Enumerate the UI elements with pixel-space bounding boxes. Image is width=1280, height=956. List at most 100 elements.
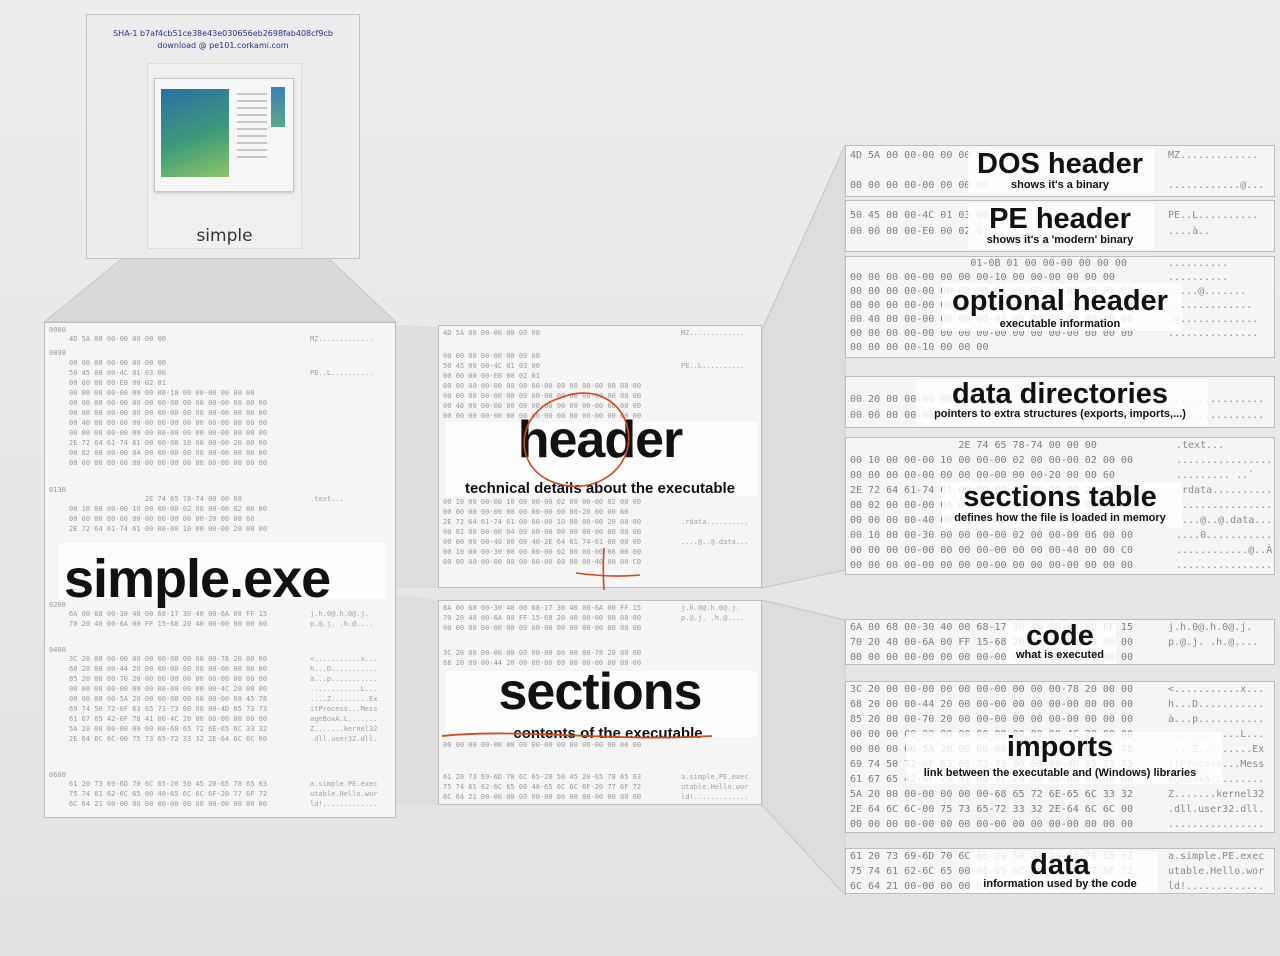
hex-line: 00 00 00 00-E0 00 02 01 [443,372,540,380]
hex-line: 68 20 00 00-44 20 00 00-00 00 00 00-00 0… [443,659,642,667]
ascii-line: h...D........... [1168,699,1265,710]
ascii-line: a.simple.PE.exec [310,780,378,788]
ascii-line: ld!............. [681,793,749,801]
ascii-line: .dll.user32.dll. [1168,804,1265,815]
ascii-line: ............@..À [1176,545,1273,556]
hex-line: 00 00 00 00-00 00 00 00-00 00 00 00-40 0… [850,545,1133,556]
ascii-line: .text... [310,495,344,503]
sections-table-subtitle: defines how the file is loaded in memory [954,512,1166,524]
ascii-line: utable.Hello.wor [681,783,749,791]
hex-line: 3C 20 00 00-00 00 00 00-00 00 00 00-78 2… [850,684,1133,695]
ascii-line: .dll.user32.dll. [310,735,378,743]
ascii-line: ....@..@.data... [681,538,749,546]
hex-line: 00 00 00 00-40 00 00 40-2E 64 61 74-61 0… [443,538,642,546]
ascii-line: j.h.0@.h.0@.j. [1168,622,1253,633]
sections-title: sections [498,663,703,721]
ascii-line: Z.......kernel32 [1168,789,1265,800]
data-directories-panel: 00 20 00 00-00 00 00 00 00 00 00 00-00 0… [845,376,1275,428]
hex-line: 00 00 00 00-00 00 00 00-10 00 00-00 00 0… [850,272,1115,283]
hex-line: 2E 74 65 78-74 00 00 00 [69,495,242,503]
hex-line: 2E 72 64 61-74 61 00 00-00 10 00 00-00 2… [443,518,642,526]
dos-header-panel: 4D 5A 00 00-00 00 00 00 00 00 00 00-00 0… [845,145,1275,197]
window-image-icon [161,89,229,177]
hex-line: 00 00 00 00-00 00 00 00 [69,359,166,367]
pe-header-panel: 50 45 00 00-4C 01 03 00 00 00 00 00-E0 0… [845,200,1275,252]
hex-line: 00 00 00 00-10 00 00 00 [850,342,989,353]
optional-header-panel: 01-0B 01 00 00-00 00 00 00 00 00 00 00-0… [845,256,1275,358]
simple-exe-panel: 0000 4D 5A 00 00-00 00 00 00 MZ.........… [44,322,396,818]
hex-line: 75 74 61 62-6C 65 00 48-65 6C 6C 6F-20 7… [443,783,642,791]
ascii-line: j.h.0@.h.0@.j. [310,610,370,618]
sha1-hash: SHA-1 b7af4cb51ce38e43e030656eb2698fab40… [113,29,333,38]
imports-subtitle: link between the executable and (Windows… [923,767,1197,779]
ascii-line: itProcess...Mess [310,705,378,713]
pe-header-subtitle: shows it's a 'modern' binary [986,234,1134,246]
ascii-line: .......... [1168,272,1229,283]
ascii-line: Z.......kernel32 [310,725,378,733]
hex-line: 61 20 73 69-6D 70 6C 65-20 50 45 20-65 7… [69,780,268,788]
ascii-line: ld!............. [1168,881,1265,892]
pe-header-title: PE header [989,203,1131,235]
hex-line: 00 00 00 00-00 00 00 00-00 00 00 00-00 0… [850,560,1133,571]
hex-line: 2E 72 64 61-74 61 00 00-00 10 00 00-00 2… [69,525,268,533]
hex-line: 00 00 00 00-00 00 00 00-00 00 00-20 00 0… [69,515,255,523]
hex-line: 61 67 65 42-6F 78 41 00-4C 20 00 00-00 0… [69,715,268,723]
ascii-line: p.@.j. .h.@.... [1168,637,1259,648]
hex-line: 2E 72 64 61-74 61 00 00-00 10 00 00-00 2… [69,439,268,447]
ascii-line: ............... [1168,328,1259,339]
hex-line: 00 00 00 00-00 00 00 00-00 00 00 00-00 0… [443,392,642,400]
imports-panel: 3C 20 00 00-00 00 00 00-00 00 00 00-78 2… [845,681,1275,833]
offset-label: 0200 [49,601,66,609]
ascii-line: PE..L.......... [1168,210,1259,221]
ascii-line: p.@.j. .h.@.... [681,614,745,622]
ascii-line: à...p........... [310,675,378,683]
ascii-line: ................ [1176,560,1273,571]
hex-line: 85 20 00 00-70 20 00 00-00 00 00 00-00 0… [69,675,268,683]
hex-line: 00 00 00 00-5A 20 00 00-00 00 00 00-00 0… [69,695,268,703]
ascii-line: a.simple.PE.exec [1168,851,1265,862]
ascii-line: ................ [1176,455,1273,466]
ascii-line: ............L... [310,685,378,693]
hex-line: 3C 20 00 00-00 00 00 00-00 00 00 00-78 2… [443,649,642,657]
hex-line: 6C 64 21 00-00 00 00 00-00 00 00 00-00 0… [443,793,642,801]
imports-title: imports [1006,731,1114,763]
offset-label: 0130 [49,486,66,494]
ascii-line: ............@... [1168,180,1265,191]
hex-line: 6A 00 68 00-30 40 00 68-17 30 40 00-6A 0… [69,610,268,618]
data-directories-title: data directories [952,378,1168,410]
hex-line: 70 20 40 00-6A 00 FF 15-68 20 40 00-00 0… [443,614,642,622]
ascii-line: MZ............. [310,335,374,343]
hex-line: 3C 20 00 00-00 00 00 00-00 00 00 00-78 2… [69,655,268,663]
download-url: download @ pe101.corkami.com [157,41,289,50]
hex-line: 00 00 00 00-00 00 00 00-00 00 00 00-00 0… [69,459,268,467]
file-name: simple [196,226,253,246]
ascii-line: PE..L.......... [310,369,374,377]
sections-table-panel: 2E 74 65 78-74 00 00 00 00 10 00 00-00 1… [845,437,1275,575]
hex-line: 70 20 40 00-6A 00 FF 15-68 20 40 00-00 0… [69,620,268,628]
ascii-line: .text... [1176,440,1225,451]
hex-line: 00 00 00 00-00 00 00 00-00 00 00 00-00 0… [443,382,642,390]
hex-line: 00 10 00 00-30 00 00 00-00 02 00 00-00 0… [443,548,642,556]
data-subtitle: information used by the code [983,878,1137,890]
hex-line: 00 00 00 00-00 00 00 00-00 00 00 00-00 0… [443,741,642,749]
offset-label: 0600 [49,771,66,779]
optional-header-subtitle: executable information [999,318,1121,330]
ascii-line: .rdata.......... [1176,485,1273,496]
hex-line: 01-0B 01 00 00-00 00 00 00 [850,258,1127,269]
executable-file-icon[interactable]: simple [147,63,302,249]
ascii-line: utable.Hello.wor [1168,866,1265,877]
hex-line: 00 02 00 00-00 04 00 00-00 00 00 00-00 0… [443,528,642,536]
window-sidebar-icon [271,87,285,127]
hex-line: 00 10 00 00-00 10 00 00-00 02 00 00-00 0… [443,498,642,506]
ascii-line: ................ [1176,500,1273,511]
ascii-line: ................ [1168,394,1265,405]
hex-line: 85 20 00 00-70 20 00 00-00 00 00 00-00 0… [850,714,1133,725]
ascii-line: ....0........... [1176,530,1273,541]
hex-line: 00 00 00 00-00 00 00 00-00 00 00 00-00 0… [69,429,268,437]
hex-line: 00 00 00 00-00 00 00 00-00 00 00 00-40 0… [443,558,642,566]
hex-line: 00 00 00 00-00 00 00 00-10 00 00-00 00 0… [69,389,255,397]
sections-table-title: sections table [963,481,1157,513]
ascii-line: j.h.0@.h.0@.j. [681,604,741,612]
hex-line: 2E 64 6C 6C-00 75 73 65-72 33 32 2E-64 6… [69,735,268,743]
dos-header-title: DOS header [977,148,1143,180]
